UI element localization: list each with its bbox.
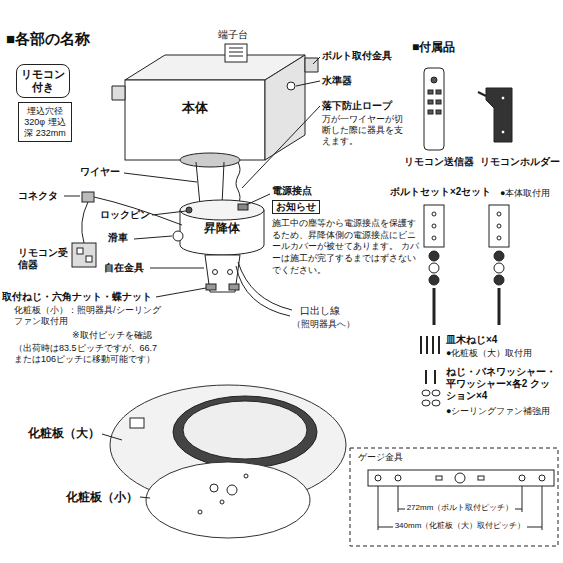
notice-heading: お知らせ [272, 200, 320, 214]
part-name: 埋込穴径 320φ 埋込深 232mm [22, 106, 68, 138]
part-label: 化粧板（大） [28, 426, 100, 440]
part-label: ワイヤー [80, 166, 120, 178]
dimension-patch: 272mm（ボルト取付ピッチ） [405, 503, 516, 512]
part-label: 水準器 [322, 75, 352, 87]
notice-box: お知らせ施工中の塵等から電源接点を保護するため、昇降体側の電源接点にビニールカバ… [272, 200, 422, 276]
part-label: （照明器具へ） [292, 319, 355, 330]
part-label: ●シーリングファン補強用 [446, 406, 550, 417]
part-label: 取付ねじ・六角ナット・蝶ナット [2, 291, 152, 303]
part-label: 化粧板（小）：照明器具/シーリングファン取付用 [14, 305, 164, 327]
part-label: 自在金具 [104, 262, 144, 274]
part-label: ■付属品 [412, 40, 455, 54]
part-label: 電源接点 [272, 185, 312, 197]
part-label: 口出し線 [300, 305, 340, 317]
part-name: 本体 [152, 100, 238, 116]
part-label: ゲージ金具 [358, 452, 403, 463]
part-label: リモコン送信器 [404, 156, 474, 167]
part-label: ●化粧板（大）取付用 [446, 348, 532, 359]
section-title: ■各部の名称 [6, 30, 90, 48]
part-label: リモコン受信器 [18, 247, 68, 271]
part-label: ロックピン [100, 209, 150, 221]
part-label: リモコンホルダー [480, 156, 560, 167]
part-name: 昇降体 [189, 221, 255, 235]
part-name: 施工中の塵等から電源接点を保護するため、昇降体側の電源接点にビニールカバーが被せ… [272, 218, 422, 276]
part-box: 本体 [150, 98, 240, 118]
part-label: 272mm（ボルト取付ピッチ） [398, 503, 522, 513]
part-name: リモコン付き [20, 68, 66, 94]
part-label: 皿木ねじ×4 [446, 334, 497, 346]
dimension-patch: 340mm（化粧板（大）取付ピッチ） [393, 521, 528, 530]
part-box: リモコン付き [16, 64, 70, 98]
part-box: 昇降体 [188, 220, 256, 236]
part-box: 埋込穴径 320φ 埋込深 232mm [18, 102, 72, 142]
part-label: ねじ・バネワッシャー・平ワッシャー×各2 クッション×4 [446, 366, 558, 402]
part-label: ●本体取付用 [500, 188, 550, 199]
part-label: ※取付ピッチを確認 [72, 330, 152, 341]
part-label: 滑車 [108, 232, 128, 244]
part-label: 万が一ワイヤーが切断した際に器具を支えます。 [322, 114, 410, 146]
part-label: 端子台 [218, 29, 248, 41]
part-label: ボルト取付金具 [322, 50, 392, 62]
part-label: コネクタ [18, 190, 58, 202]
part-label: ボルトセット×2セット [390, 186, 491, 198]
part-label: 340mm（化粧板（大）取付ピッチ） [378, 521, 542, 531]
part-label: 落下防止ロープ [322, 100, 392, 112]
part-label: （出荷時は83.5ピッチですが、66.7または106ピッチに移動可能です） [14, 343, 164, 365]
part-label: 化粧板（小） [66, 490, 138, 504]
